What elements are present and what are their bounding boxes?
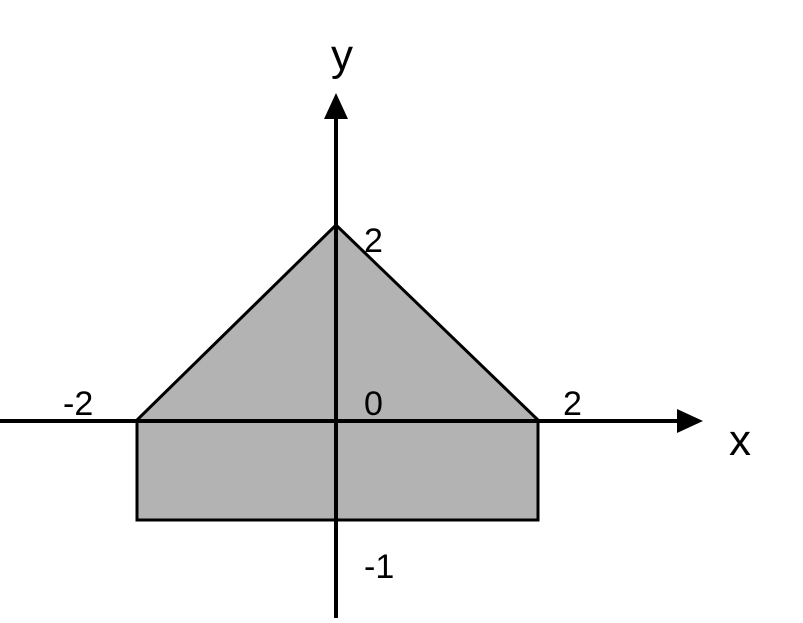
tick-label-y-neg-1: -1	[364, 548, 394, 586]
tick-label-x-pos-2: 2	[563, 385, 582, 423]
x-axis-arrowhead	[677, 409, 703, 433]
tick-label-origin: 0	[364, 385, 383, 423]
y-axis-label: y	[331, 31, 353, 80]
tick-label-y-pos-2: 2	[364, 222, 383, 260]
tick-label-x-neg-2: -2	[63, 385, 93, 423]
y-axis-arrowhead	[324, 93, 348, 119]
x-axis-label: x	[729, 416, 751, 465]
